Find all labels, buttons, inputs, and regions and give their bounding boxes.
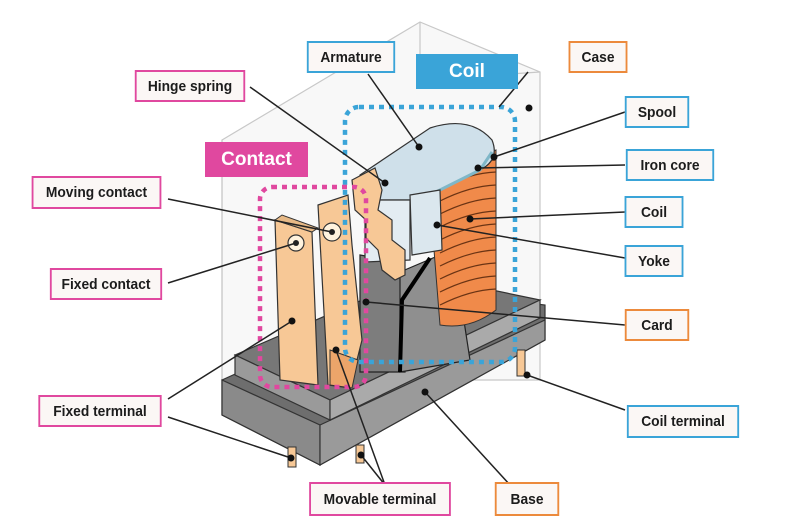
- contact-group-outline: [257, 184, 369, 390]
- label-case-text: Case: [581, 48, 615, 66]
- label-spool: Spool: [624, 96, 690, 128]
- label-coil: Coil: [624, 196, 684, 228]
- label-movable-terminal-text: Movable terminal: [323, 490, 437, 508]
- label-armature-text: Armature: [320, 48, 382, 66]
- label-hinge-spring: Hinge spring: [134, 70, 246, 102]
- label-base: Base: [494, 482, 560, 516]
- label-yoke-text: Yoke: [638, 252, 670, 270]
- label-fixed-contact: Fixed contact: [49, 268, 163, 300]
- label-coil-terminal-text: Coil terminal: [641, 413, 725, 430]
- label-iron-core-text: Iron core: [640, 156, 700, 174]
- label-moving-contact-text: Moving contact: [45, 184, 148, 201]
- label-yoke: Yoke: [624, 245, 684, 277]
- label-hinge-spring-text: Hinge spring: [147, 77, 233, 95]
- coil-terminal-pin: [516, 349, 526, 377]
- label-base-text: Base: [510, 490, 544, 508]
- label-armature: Armature: [306, 41, 396, 73]
- contact-group-header: Contact: [205, 142, 308, 177]
- label-case: Case: [568, 41, 628, 73]
- coil-group-outline: [342, 104, 518, 365]
- label-fixed-terminal-text: Fixed terminal: [53, 402, 147, 420]
- contact-group-title: Contact: [221, 148, 292, 170]
- label-coil-terminal: Coil terminal: [626, 405, 740, 438]
- label-spool-text: Spool: [637, 103, 677, 121]
- label-fixed-terminal: Fixed terminal: [38, 395, 162, 427]
- label-card: Card: [624, 309, 690, 341]
- label-card-text: Card: [641, 316, 673, 334]
- hinge-spring-shape: [351, 167, 406, 281]
- label-moving-contact: Moving contact: [31, 176, 162, 209]
- label-coil-text: Coil: [640, 203, 668, 221]
- coil-winding: [427, 149, 497, 327]
- label-fixed-contact-text: Fixed contact: [61, 275, 151, 293]
- coil-group-title: Coil: [449, 60, 485, 82]
- coil-group-header: Coil: [416, 54, 518, 89]
- leader-dots: [287, 104, 533, 462]
- label-movable-terminal: Movable terminal: [309, 482, 451, 516]
- label-iron-core: Iron core: [625, 149, 715, 181]
- leader-lines: [167, 71, 626, 486]
